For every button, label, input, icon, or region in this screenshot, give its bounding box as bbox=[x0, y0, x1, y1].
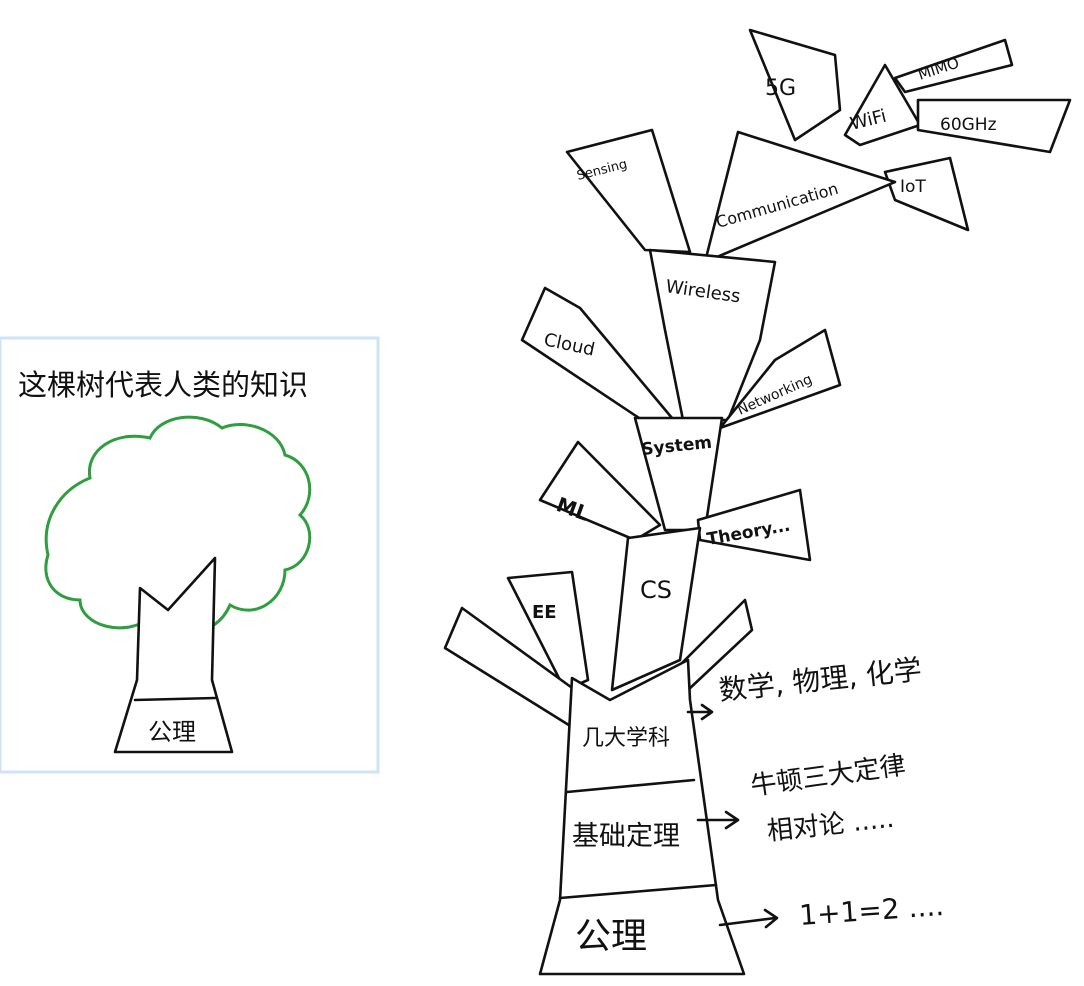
trunk-level-disciplines: 几大学科 bbox=[582, 726, 670, 751]
branch-networking bbox=[718, 328, 842, 430]
annotations: 数学, 物理, 化学 牛顿三大定律 相对论 ..... 1+1=2 .... bbox=[686, 653, 945, 932]
trunk-level-theorems: 基础定理 bbox=[572, 821, 680, 852]
branch-communication bbox=[703, 130, 897, 264]
branch-ee bbox=[506, 570, 590, 692]
branch-cs bbox=[610, 526, 702, 692]
arrow-disciplines bbox=[686, 703, 714, 721]
upper-canopy: 5G MIMO WiFi 60GHz IoT Communication Sen… bbox=[520, 28, 1072, 430]
trunk-divider-2 bbox=[558, 883, 718, 900]
branch-cloud bbox=[520, 286, 674, 422]
trunk-level-axioms: 公理 bbox=[575, 916, 647, 957]
branch-iot bbox=[883, 156, 970, 232]
arrow-theorems bbox=[696, 810, 740, 830]
note-theorems-2: 相对论 ..... bbox=[766, 804, 896, 847]
small-trunk bbox=[113, 556, 234, 754]
branch-60ghz bbox=[916, 98, 1072, 154]
middle-section: System ML Theory... CS EE bbox=[443, 416, 812, 734]
branch-ml bbox=[538, 440, 662, 542]
note-disciplines: 数学, 物理, 化学 bbox=[717, 653, 923, 707]
panel-caption: 这棵树代表人类的知识 bbox=[18, 368, 308, 402]
note-axioms: 1+1=2 .... bbox=[798, 889, 945, 932]
branch-5g bbox=[748, 28, 842, 142]
label-iot: IoT bbox=[900, 177, 926, 197]
label-5g: 5G bbox=[765, 76, 796, 101]
note-theorems-1: 牛顿三大定律 bbox=[749, 751, 908, 802]
arrow-axioms bbox=[718, 908, 779, 929]
label-ee: EE bbox=[532, 602, 557, 623]
main-trunk: 几大学科 基础定理 公理 bbox=[538, 658, 746, 976]
small-tree-panel: 这棵树代表人类的知识 公理 bbox=[0, 336, 380, 774]
small-trunk-divider bbox=[133, 696, 217, 702]
foliage bbox=[44, 415, 312, 635]
branch-mimo bbox=[893, 38, 1014, 94]
small-base-label: 公理 bbox=[148, 718, 196, 746]
label-cs: CS bbox=[640, 576, 672, 604]
branch-sensing bbox=[565, 128, 692, 254]
trunk-divider-1 bbox=[565, 778, 696, 794]
label-60ghz: 60GHz bbox=[940, 115, 997, 135]
